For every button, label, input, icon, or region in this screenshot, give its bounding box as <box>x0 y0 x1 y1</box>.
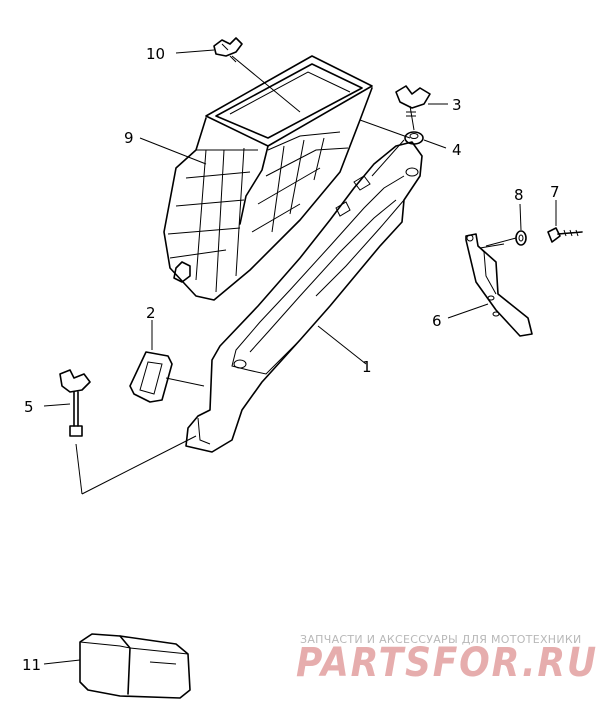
leader-lines <box>43 49 557 665</box>
callout-10: 10 <box>146 45 165 63</box>
part-2-grommet <box>129 351 173 403</box>
callout-3: 3 <box>452 96 462 114</box>
callout-1: 1 <box>362 358 372 376</box>
part-4-nut <box>404 131 424 145</box>
callout-2: 2 <box>146 304 156 322</box>
watermark-tagline: ЗАПЧАСТИ И АКСЕССУАРЫ ДЛЯ МОТОТЕХНИКИ <box>300 633 582 646</box>
part-11-pad <box>79 633 191 699</box>
part-10-wing-bolt <box>213 37 243 63</box>
part-3-wing-bolt <box>395 85 431 119</box>
callout-11: 11 <box>22 656 41 674</box>
part-6-bracket <box>465 233 533 337</box>
callout-8: 8 <box>514 186 524 204</box>
part-8-washer <box>515 230 527 246</box>
callout-5: 5 <box>24 398 34 416</box>
part-9-air-duct <box>163 55 373 301</box>
part-7-screw <box>547 227 583 243</box>
watermark-brand: PARTSFOR.RU <box>296 640 598 686</box>
callout-4: 4 <box>452 141 462 159</box>
part-5-wing-bolt <box>59 369 91 437</box>
callout-9: 9 <box>124 129 134 147</box>
callout-labels: 10 9 3 4 8 7 6 1 2 5 11 <box>22 45 560 674</box>
watermark: ЗАПЧАСТИ И АКСЕССУАРЫ ДЛЯ МОТОТЕХНИКИ PA… <box>296 633 598 686</box>
callout-7: 7 <box>550 183 560 201</box>
part-1-side-cover <box>185 141 423 453</box>
callout-6: 6 <box>432 312 442 330</box>
